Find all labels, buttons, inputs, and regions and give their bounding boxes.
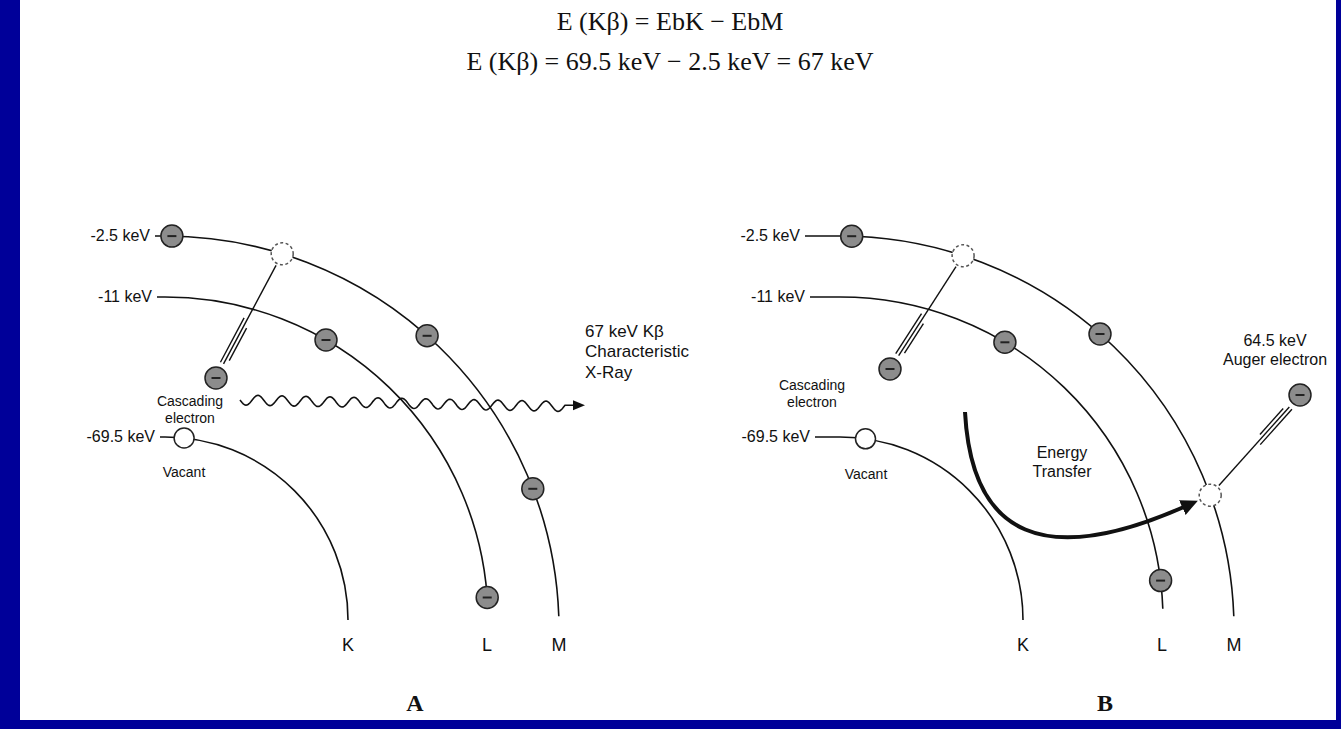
transfer-label: Energy Transfer [1022, 443, 1102, 481]
atom-panel [155, 225, 559, 620]
empty-ring [271, 243, 293, 265]
electron-sign [322, 339, 331, 341]
vacancy [271, 243, 293, 265]
electron-sign [167, 235, 176, 237]
electron-sign [1296, 394, 1305, 396]
electron-sign [1000, 341, 1009, 343]
shell-orbit [160, 437, 348, 620]
electron [1089, 323, 1111, 345]
vacancy-label: Vacant [845, 466, 888, 483]
electron-sign [1156, 580, 1165, 582]
energy-level: -69.5 keV [87, 427, 155, 446]
vacancy [1199, 484, 1221, 506]
empty-ring [1199, 484, 1221, 506]
electron [476, 587, 498, 609]
electron [161, 225, 183, 247]
vacancy-label: Vacant [163, 464, 206, 481]
electron [522, 478, 544, 500]
energy-level: -2.5 keV [90, 226, 150, 245]
panel-letter: B [1097, 689, 1113, 718]
shell-orbit [157, 297, 488, 609]
panel-letter: A [406, 689, 423, 718]
electron-ball [522, 478, 544, 500]
vacant-site [174, 428, 194, 448]
energy-level: -2.5 keV [740, 226, 800, 245]
energy-arrow [965, 412, 1186, 537]
electron-ball [161, 225, 183, 247]
electron-sign [483, 597, 492, 599]
atom-panel [805, 225, 1311, 620]
shell-orbit [805, 236, 1234, 616]
emission-trail [229, 328, 246, 361]
auger-label: 64.5 keV Auger electron [1222, 331, 1329, 369]
electron-sign [847, 235, 856, 237]
shell-orbit [155, 236, 559, 616]
xray-label: 67 keV Kβ Characteristic X-Ray [585, 322, 710, 383]
electron-ball [315, 329, 337, 351]
shell-letter: K [1017, 635, 1029, 657]
electron-ball [994, 331, 1016, 353]
electron-ball [205, 367, 227, 389]
electron-ball [416, 325, 438, 347]
empty-ring [952, 245, 974, 267]
shell-letter: M [1227, 635, 1242, 657]
emission-trail [224, 265, 277, 364]
energy-level: -69.5 keV [742, 427, 810, 446]
electron-sign [886, 368, 895, 370]
emission-trail [899, 267, 956, 356]
electron-sign [423, 335, 432, 337]
shell-letter: L [1157, 635, 1167, 657]
emission-trail [904, 324, 923, 353]
equation: E (Kβ) = EbK − EbM [557, 6, 784, 37]
electron-ball [476, 587, 498, 609]
energy-level: -11 keV [751, 287, 805, 306]
electron [315, 329, 337, 351]
shell-letter: M [552, 635, 567, 657]
emission-trail [1260, 409, 1283, 435]
electron-label: Cascading electron [144, 393, 236, 427]
energy-level: -11 keV [98, 287, 152, 306]
electron-ball [1150, 570, 1172, 592]
electron-label: Cascading electron [766, 377, 858, 411]
vacant-site [856, 429, 876, 449]
electron [879, 358, 901, 380]
electron [1150, 570, 1172, 592]
xray-wave [240, 395, 575, 411]
electron [416, 325, 438, 347]
vacancy [952, 245, 974, 267]
shell-letter: K [342, 635, 354, 657]
shell-orbit [810, 297, 1163, 609]
electron-sign [212, 377, 221, 379]
emission-trail [1260, 409, 1292, 444]
electron [205, 367, 227, 389]
electron-ball [1289, 384, 1311, 406]
electron-sign [1096, 333, 1105, 335]
electron-sign [528, 488, 537, 490]
electron-ball [841, 225, 863, 247]
shell-letter: L [482, 635, 492, 657]
electron [1289, 384, 1311, 406]
shell-orbit [815, 437, 1023, 620]
emission-trail [1219, 407, 1289, 486]
empty-ring [174, 428, 194, 448]
electron [841, 225, 863, 247]
empty-ring [856, 429, 876, 449]
electron-ball [1089, 323, 1111, 345]
electron-ball [879, 358, 901, 380]
equation: E (Kβ) = 69.5 keV − 2.5 keV = 67 keV [466, 46, 873, 77]
electron [994, 331, 1016, 353]
